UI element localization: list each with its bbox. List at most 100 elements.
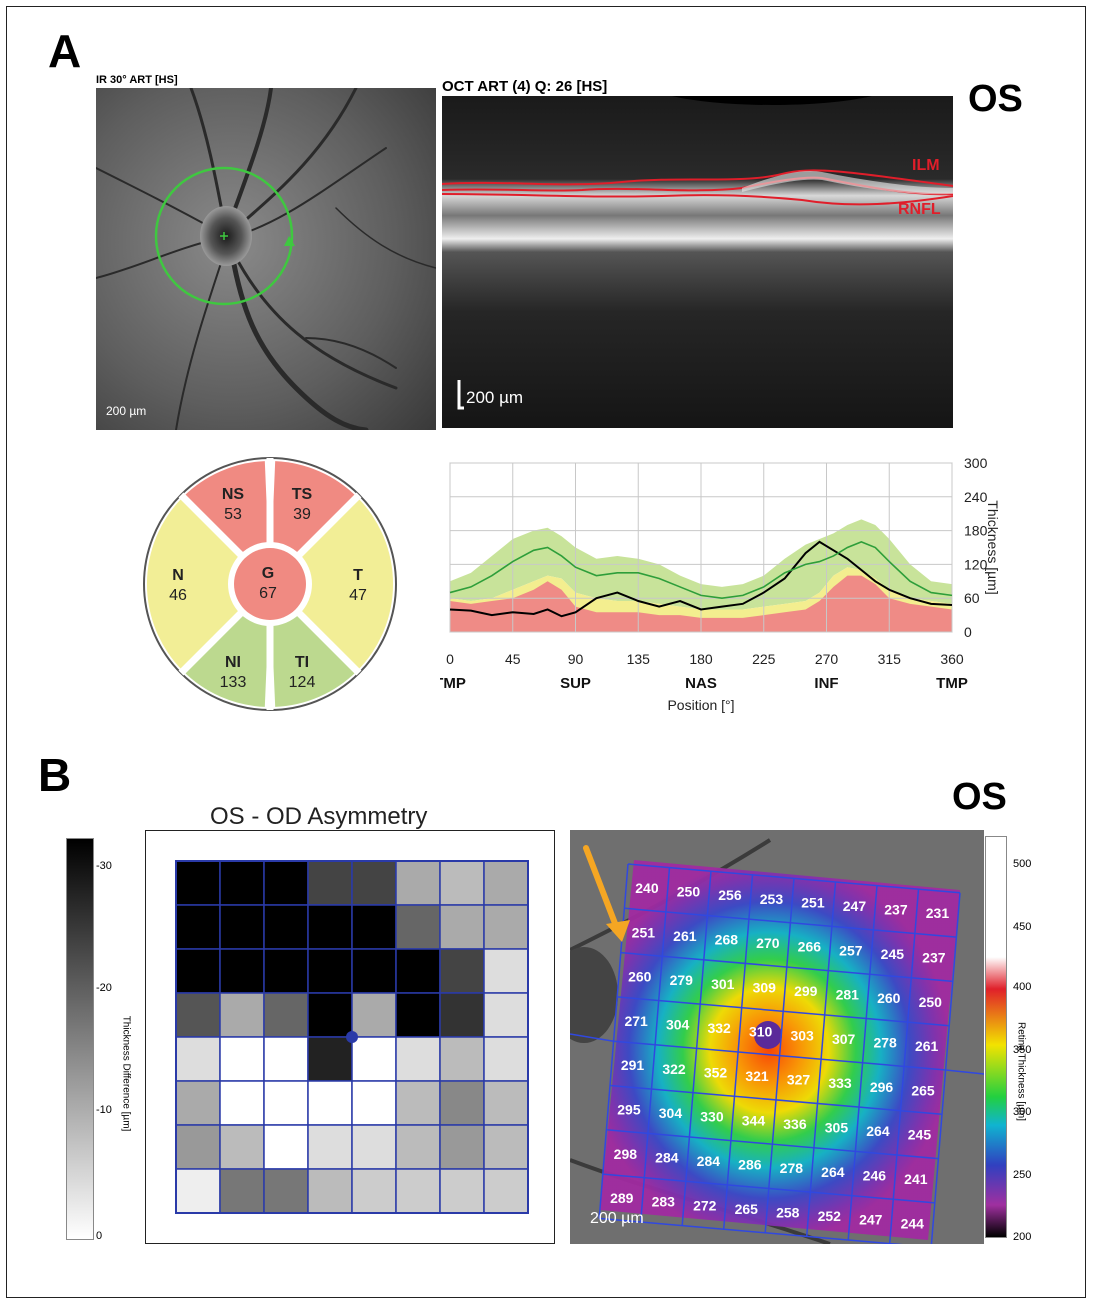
- thickness-grid-line: [602, 1173, 935, 1204]
- asymmetry-cell: [175, 1080, 221, 1126]
- thickness-cell-value: 291: [621, 1057, 645, 1073]
- ilm-label: ILM: [912, 157, 940, 174]
- highlight-arrow: [583, 845, 619, 929]
- asymmetry-cell: [175, 1168, 221, 1214]
- asymmetry-cell: [395, 1036, 441, 1082]
- thickness-cell-value: 231: [926, 905, 950, 921]
- thickness-axis-line: [570, 1033, 614, 1042]
- thickness-cell-value: 266: [798, 939, 822, 955]
- asymmetry-cell: [439, 904, 485, 950]
- oct-scale-bar: 200 µm: [466, 388, 524, 407]
- thickness-cell-value: 305: [825, 1119, 849, 1135]
- asymmetry-cell: [307, 992, 353, 1038]
- asym-tick-10: -10: [96, 1104, 112, 1116]
- thickness-cell-value: 333: [828, 1075, 852, 1091]
- asymmetry-cell: [307, 1124, 353, 1170]
- sector-t-value: 47: [349, 587, 367, 604]
- thick-tick-400: 400: [1013, 981, 1032, 993]
- thickness-cell-value: 264: [821, 1164, 845, 1180]
- ir-image-title: IR 30° ART [HS]: [96, 74, 178, 86]
- asymmetry-cell: [483, 860, 529, 906]
- asymmetry-cell: [219, 992, 265, 1038]
- thickness-cell-value: 289: [610, 1190, 634, 1206]
- asymmetry-cell: [219, 860, 265, 906]
- asymmetry-cell: [307, 904, 353, 950]
- asymmetry-cell: [439, 1080, 485, 1126]
- x-tick-label: 315: [878, 651, 902, 667]
- sector-ti-label: TI: [295, 654, 309, 671]
- x-axis-label: Position [°]: [667, 697, 734, 713]
- y-tick-label: 120: [964, 556, 988, 572]
- y-tick-label: 0: [964, 624, 972, 640]
- x-sector-label: TMP: [440, 675, 466, 692]
- asymmetry-cell: [175, 904, 221, 950]
- asymmetry-cell: [439, 860, 485, 906]
- asymmetry-cell: [307, 1080, 353, 1126]
- asymmetry-cell: [263, 948, 309, 994]
- thickness-grid-line: [805, 881, 837, 1237]
- thickness-grid-line: [609, 1084, 943, 1116]
- thickness-cell-value: 265: [735, 1201, 759, 1217]
- oct-bscan-image: ILM RNFL 200 µm: [441, 96, 954, 428]
- asymmetry-cell: [395, 1168, 441, 1214]
- thickness-cell-value: 250: [677, 884, 701, 900]
- asymmetry-cell: [439, 1168, 485, 1214]
- asymmetry-cell: [219, 1080, 265, 1126]
- asymmetry-cell: [175, 860, 221, 906]
- asymmetry-cell: [351, 1124, 397, 1170]
- thickness-grid-line: [847, 885, 878, 1241]
- sector-ts-value: 39: [293, 506, 311, 523]
- thickness-cell-value: 247: [859, 1212, 883, 1228]
- oct-image-title: OCT ART (4) Q: 26 [HS]: [442, 78, 608, 95]
- thickness-cell-value: 284: [655, 1149, 679, 1165]
- asymmetry-cell: [395, 992, 441, 1038]
- sector-g-region: [234, 548, 306, 620]
- thickness-cell-value: 352: [704, 1064, 728, 1080]
- thickness-cell-value: 251: [801, 894, 825, 910]
- thickness-cell-value: 251: [632, 924, 656, 940]
- thick-tick-250: 250: [1013, 1169, 1032, 1181]
- thickness-cell-value: 286: [738, 1157, 762, 1173]
- panel-b-eye-label: OS: [952, 776, 1007, 818]
- thickness-cell-value: 245: [908, 1127, 932, 1143]
- asymmetry-cell: [351, 992, 397, 1038]
- thickness-cell-value: 237: [922, 949, 946, 965]
- asymmetry-cell: [395, 1080, 441, 1126]
- asymmetry-cell: [175, 992, 221, 1038]
- thickness-cell-value: 278: [873, 1034, 897, 1050]
- x-sector-label: NAS: [685, 675, 717, 692]
- thickness-cell-value: 304: [666, 1016, 690, 1032]
- thickness-cell-value: 257: [839, 942, 863, 958]
- asymmetry-colorbar-gradient: [66, 838, 94, 1240]
- thickness-grid-line: [606, 1129, 939, 1160]
- sector-g-label: G: [262, 565, 274, 582]
- asymmetry-cell: [483, 1124, 529, 1170]
- thickness-cell-value: 244: [901, 1215, 925, 1231]
- asymmetry-cell: [439, 1124, 485, 1170]
- x-tick-label: 90: [568, 651, 584, 667]
- sector-ti-value: 124: [289, 674, 316, 691]
- thickness-cell-value: 271: [624, 1013, 648, 1029]
- thickness-cell-value: 332: [707, 1020, 731, 1036]
- thickness-cell-value: 246: [863, 1167, 887, 1183]
- normal-mean-line: [449, 541, 953, 600]
- sector-g-value: 67: [259, 585, 277, 602]
- thickness-grid-line: [599, 1217, 903, 1244]
- asymmetry-cell: [175, 1036, 221, 1082]
- y-axis-label: Thickness [µm]: [985, 500, 1000, 594]
- thickness-cell-value: 322: [662, 1061, 686, 1077]
- asymmetry-cell: [395, 860, 441, 906]
- ir-fundus-image: 200 µm: [95, 86, 437, 433]
- sector-n-region: [146, 497, 270, 671]
- sector-ns-label: NS: [222, 486, 245, 503]
- asymmetry-cell: [307, 1168, 353, 1214]
- thickness-cell-value: 336: [783, 1116, 807, 1132]
- asymmetry-cell: [483, 1036, 529, 1082]
- x-sector-label: SUP: [560, 675, 591, 692]
- panel-a-letter: A: [48, 25, 82, 77]
- thickness-cell-value: 298: [614, 1146, 638, 1162]
- sector-t-label: T: [353, 567, 363, 584]
- asymmetry-title: OS - OD Asymmetry: [210, 803, 428, 830]
- thickness-cell-value: 281: [836, 987, 860, 1003]
